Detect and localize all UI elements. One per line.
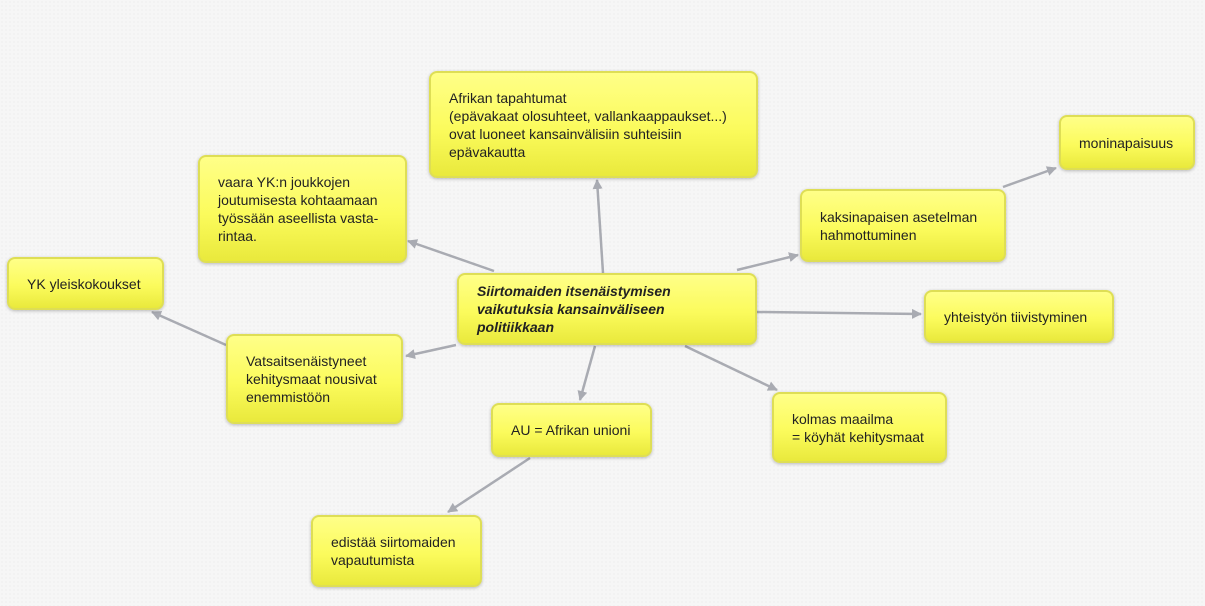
central-topic[interactable]: Siirtomaiden itsenäistymisen vaikutuksia… [457, 273, 757, 345]
node-yhteistyo[interactable]: yhteistyön tiivistyminen [924, 290, 1114, 343]
arrow-to-vastaitsenaistyneet [405, 343, 457, 359]
node-vaara[interactable]: vaara YK:n joukkojen joutumisesta kohtaa… [198, 155, 407, 263]
arrow-to-yhteistyo [756, 308, 922, 319]
arrow-to-moninapaisuus [1002, 166, 1057, 189]
arrow-to-afrikan [592, 179, 605, 274]
arrow-to-kaksinapainen [736, 252, 799, 272]
node-moninapaisuus[interactable]: moninapaisuus [1059, 115, 1195, 170]
node-afrikan[interactable]: Afrikan tapahtumat (epävakaat olosuhteet… [429, 71, 758, 178]
arrow-to-kolmas [684, 344, 778, 392]
node-kaksinapainen[interactable]: kaksinapaisen asetelman hahmottuminen [800, 189, 1006, 262]
arrow-to-au [577, 345, 597, 401]
arrow-to-vaara [407, 239, 495, 273]
node-vastaitsenaistyneet[interactable]: Vatsaitsenäistyneet kehitysmaat nousivat… [226, 334, 403, 424]
node-yk[interactable]: YK yleiskokoukset [7, 257, 164, 310]
node-kolmas[interactable]: kolmas maailma = köyhät kehitysmaat [772, 392, 947, 463]
arrow-to-yk [151, 310, 227, 347]
node-au[interactable]: AU = Afrikan unioni [491, 403, 652, 457]
arrow-to-edistaa [447, 456, 531, 514]
node-edistaa[interactable]: edistää siirtomaiden vapautumista [311, 515, 482, 587]
